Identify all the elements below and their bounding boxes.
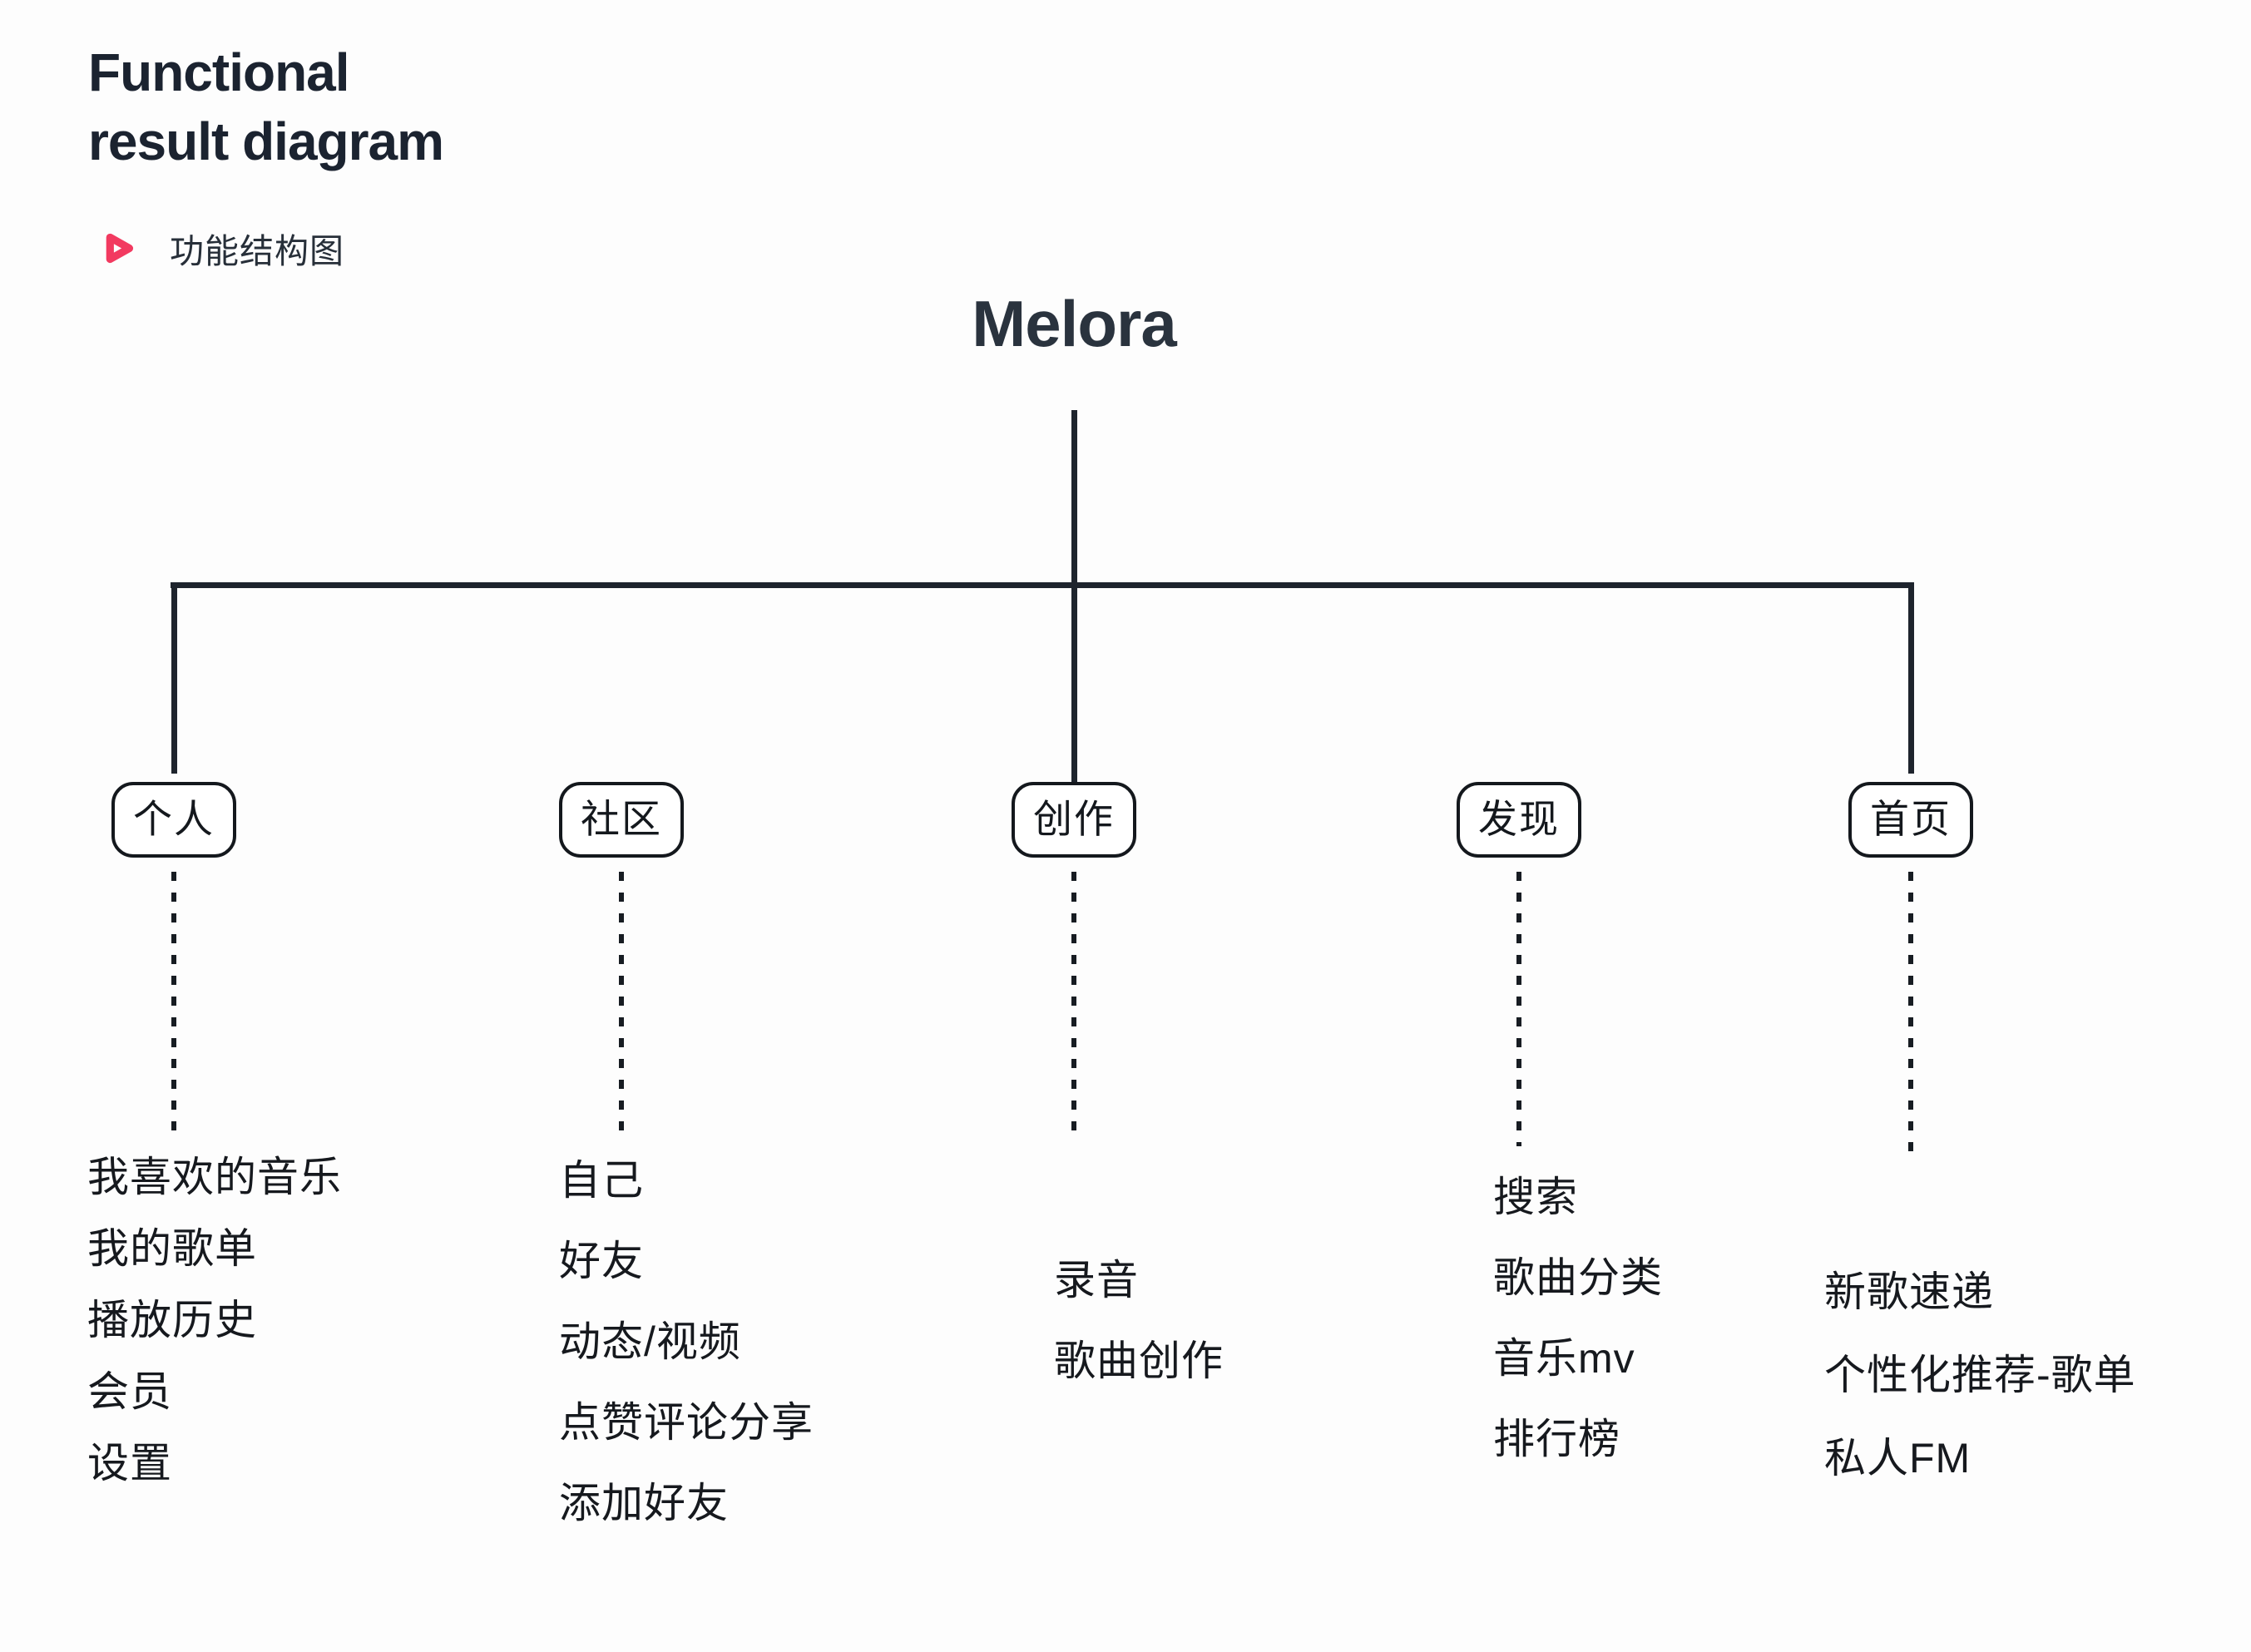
feature-item: 新歌速递 (1824, 1269, 1994, 1315)
feature-item: 歌曲创作 (1054, 1338, 1224, 1384)
feature-item: 自己 (559, 1157, 644, 1204)
page-title-line1: Functional (88, 42, 350, 102)
play-icon (106, 233, 134, 264)
feature-item: 音乐mv (1493, 1335, 1635, 1382)
subtitle-label: 功能结构图 (170, 232, 344, 270)
feature-item: 动态/视频 (559, 1318, 741, 1365)
feature-item: 录音 (1054, 1257, 1139, 1303)
dotted-connector (171, 872, 176, 1131)
tree-stem-line (1071, 410, 1077, 784)
page-title: Functional result diagram (88, 38, 444, 176)
branch-node-home: 首页 (1848, 782, 1973, 858)
feature-item: 点赞评论分享 (559, 1399, 814, 1446)
feature-item: 搜索 (1493, 1174, 1578, 1220)
tree-right-drop-line (1908, 582, 1914, 774)
feature-item: 播放历史 (87, 1297, 257, 1343)
branch-node-community: 社区 (559, 782, 684, 858)
tree-left-drop-line (171, 582, 177, 774)
tree-horizontal-line (171, 582, 1914, 588)
feature-item: 设置 (87, 1440, 172, 1486)
feature-list-personal: 我喜欢的音乐 我的歌单 播放历史 会员 设置 (87, 1141, 342, 1499)
feature-item: 歌曲分类 (1493, 1254, 1663, 1301)
feature-item: 我喜欢的音乐 (87, 1154, 342, 1200)
feature-list-home: 新歌速递 个性化推荐-歌单 私人FM (1824, 1250, 2136, 1500)
dotted-connector (1071, 872, 1076, 1140)
page-title-line2: result diagram (88, 111, 444, 171)
dotted-connector (1516, 872, 1521, 1146)
feature-list-discover: 搜索 歌曲分类 音乐mv 排行榜 (1493, 1157, 1663, 1480)
feature-item: 私人FM (1824, 1435, 1971, 1481)
feature-list-creation: 录音 歌曲创作 (1054, 1240, 1224, 1402)
feature-item: 排行榜 (1493, 1416, 1620, 1462)
feature-item: 好友 (559, 1238, 644, 1284)
feature-item: 添加好友 (559, 1480, 729, 1526)
feature-item: 会员 (87, 1368, 172, 1415)
branch-node-discover: 发现 (1457, 782, 1581, 858)
feature-item: 我的歌单 (87, 1225, 257, 1272)
feature-list-community: 自己 好友 动态/视频 点赞评论分享 添加好友 (559, 1140, 814, 1544)
branch-node-personal: 个人 (111, 782, 236, 858)
dotted-connector (619, 872, 624, 1131)
feature-item: 个性化推荐-歌单 (1824, 1352, 2136, 1398)
root-node-label: Melora (972, 287, 1176, 360)
subtitle-row: 功能结构图 (93, 223, 344, 273)
dotted-connector (1908, 872, 1913, 1159)
branch-node-creation: 创作 (1012, 782, 1136, 858)
